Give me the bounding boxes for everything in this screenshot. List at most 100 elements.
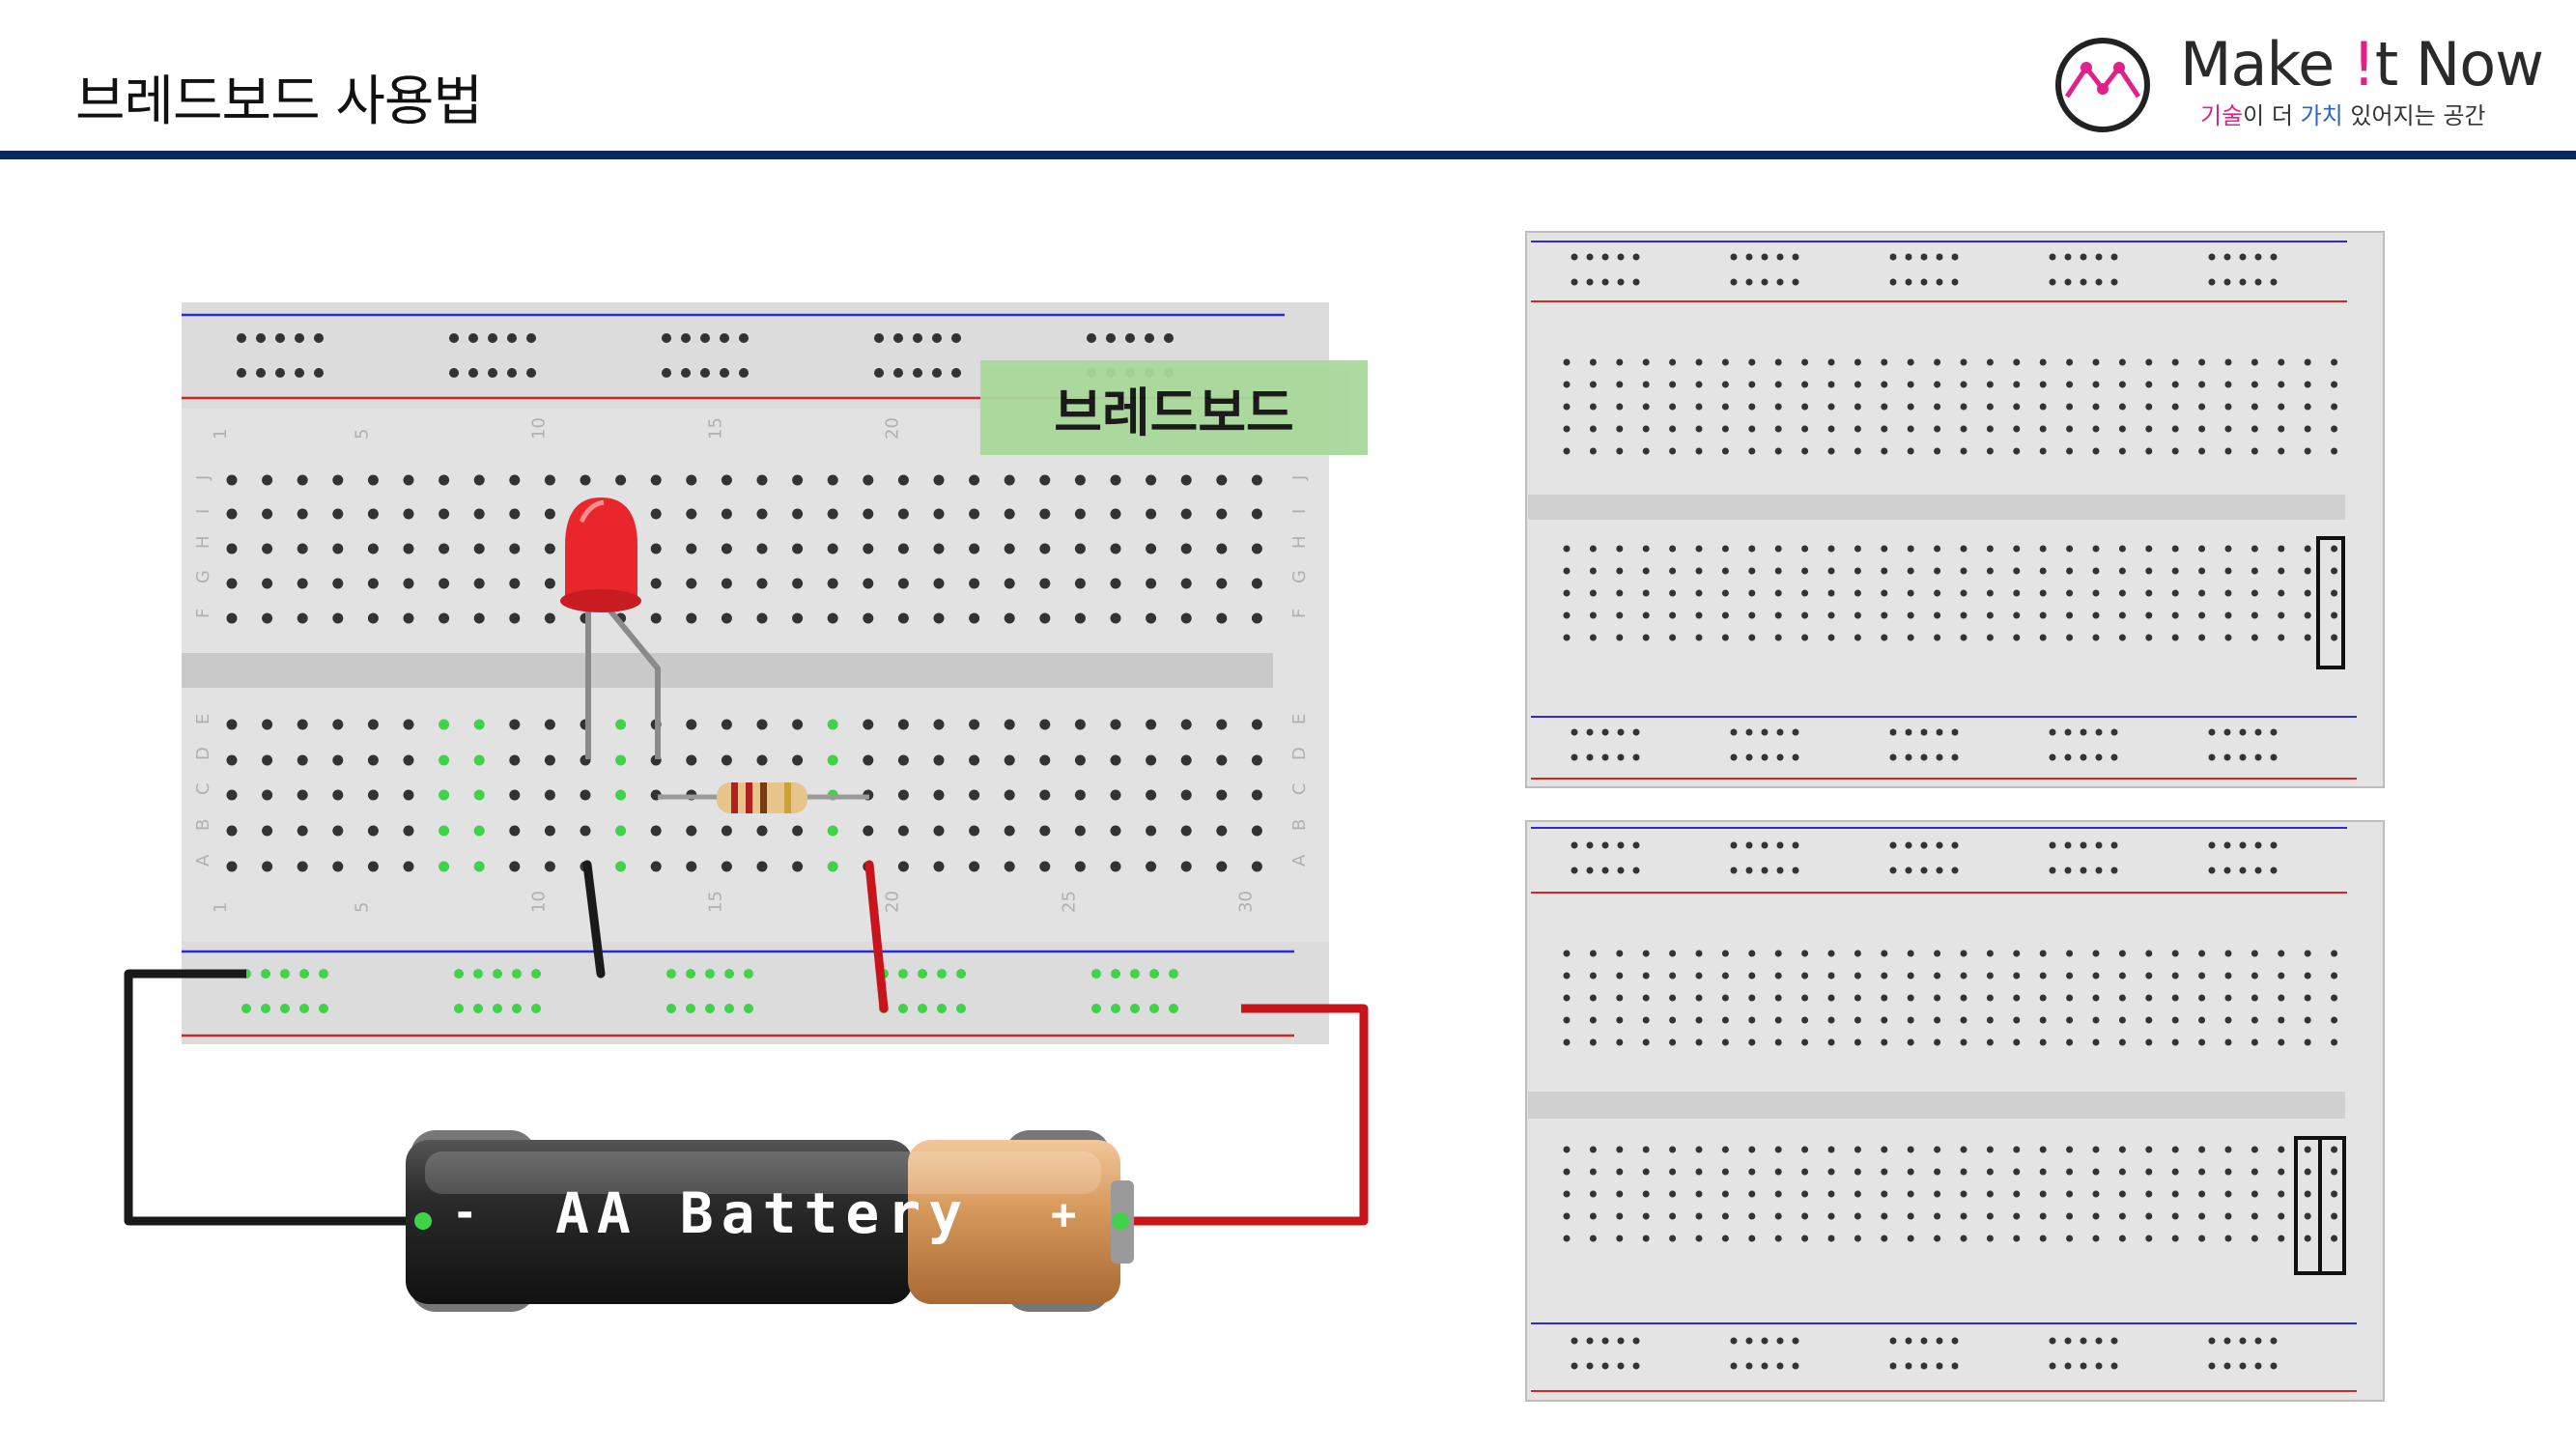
breadboard-hole [1695, 358, 1703, 366]
breadboard-hole [1986, 634, 1994, 641]
breadboard-hole [473, 578, 485, 589]
rail-hole [468, 368, 478, 378]
breadboard-hole [2198, 1190, 2206, 1198]
breadboard-hole [1669, 403, 1677, 411]
breadboard-hole [1774, 1212, 1782, 1220]
breadboard-hole [1695, 994, 1703, 1002]
breadboard-hole [1986, 358, 1994, 366]
breadboard-hole [1986, 1190, 1994, 1198]
breadboard-hole [2039, 425, 2047, 433]
breadboard-hole [1986, 567, 1994, 575]
rail-hole [1586, 278, 1594, 286]
breadboard-hole [1180, 508, 1192, 520]
breadboard-hole [1251, 474, 1262, 486]
breadboard-hole [2331, 1016, 2338, 1024]
rail-hole [1586, 728, 1594, 736]
breadboard-hole [2278, 1016, 2285, 1024]
breadboard-hole [1146, 789, 1157, 801]
breadboard-hole [1563, 567, 1571, 575]
breadboard-hole [2278, 425, 2285, 433]
breadboard-hole [2331, 381, 2338, 388]
breadboard-hole [1801, 1168, 1809, 1176]
row-letter: D [1289, 747, 1310, 760]
breadboard-hole [1642, 425, 1650, 433]
breadboard-hole [1074, 612, 1086, 624]
breadboard-hole [2250, 447, 2258, 455]
breadboard-hole [1216, 789, 1228, 801]
breadboard-hole [1801, 447, 1809, 455]
rail-hole [1617, 841, 1625, 849]
breadboard-hole [2118, 1016, 2126, 1024]
breadboard-hole [1642, 1146, 1650, 1153]
breadboard-hole [1216, 612, 1228, 624]
breadboard-hole [1039, 612, 1051, 624]
breadboard-hole [1827, 972, 1835, 980]
breadboard-hole [473, 861, 485, 872]
breadboard-hole [2224, 972, 2232, 980]
breadboard-hole [2013, 1168, 2021, 1176]
breadboard-hole [1854, 1016, 1861, 1024]
breadboard-hole [2224, 358, 2232, 366]
breadboard-hole [1907, 1168, 1914, 1176]
breadboard-hole [1934, 358, 1941, 366]
breadboard-hole [863, 612, 874, 624]
breadboard-hole [1695, 381, 1703, 388]
rail-hole [275, 368, 285, 378]
breadboard-hole [2039, 1212, 2047, 1220]
rail-hole [1617, 753, 1625, 761]
breadboard-hole [509, 543, 521, 554]
breadboard-hole [827, 825, 838, 837]
rail-hole [1601, 253, 1609, 261]
breadboard-hole [2278, 994, 2285, 1002]
breadboard-hole [686, 508, 697, 520]
breadboard-hole [1774, 358, 1782, 366]
breadboard-hole [2092, 1190, 2100, 1198]
breadboard-hole [2039, 403, 2047, 411]
breadboard-hole [1180, 754, 1192, 766]
breadboard-hole [2013, 1235, 2021, 1242]
breadboard-hole [2250, 403, 2258, 411]
rail-hole [1571, 1337, 1578, 1345]
breadboard-example-top [1525, 231, 2385, 788]
breadboard-hole [2304, 1016, 2311, 1024]
rail-hole [1632, 867, 1640, 874]
breadboard-hole [1616, 611, 1624, 619]
breadboard-hole [1669, 611, 1677, 619]
rail-hole [2254, 867, 2262, 874]
breadboard-hole [1669, 994, 1677, 1002]
breadboard-hole [933, 612, 945, 624]
rail-hole [1571, 753, 1578, 761]
breadboard-hole [2171, 447, 2179, 455]
breadboard-hole [2013, 994, 2021, 1002]
breadboard-hole [1251, 508, 1262, 520]
breadboard-hole [2118, 994, 2126, 1002]
rail-hole [1936, 278, 1943, 286]
rail-hole [681, 333, 691, 343]
breadboard-hole [1669, 1168, 1677, 1176]
breadboard-hole [1110, 543, 1121, 554]
breadboard-hole [1669, 972, 1677, 980]
breadboard-hole [2145, 1016, 2153, 1024]
breadboard-hole [2278, 1168, 2285, 1176]
breadboard-hole [827, 474, 838, 486]
breadboard-hole [2039, 589, 2047, 597]
breadboard-hole [933, 861, 945, 872]
breadboard-hole [439, 508, 450, 520]
breadboard-hole [226, 825, 238, 837]
breadboard-hole [367, 754, 379, 766]
breadboard-hole [1801, 611, 1809, 619]
breadboard-hole [2066, 1016, 2074, 1024]
breadboard-hole [2092, 972, 2100, 980]
breadboard-hole [1669, 1212, 1677, 1220]
breadboard-hole [1934, 634, 1941, 641]
breadboard-hole [2198, 381, 2206, 388]
breadboard-hole [1748, 567, 1756, 575]
aa-battery [406, 1130, 1134, 1312]
rail-hole [295, 333, 304, 343]
breadboard-hole [1854, 358, 1861, 366]
breadboard-hole [332, 612, 344, 624]
rail-hole [2064, 841, 2072, 849]
row-letter: F [1289, 609, 1310, 618]
breadboard-hole [2039, 972, 2047, 980]
breadboard-hole [1216, 719, 1228, 730]
